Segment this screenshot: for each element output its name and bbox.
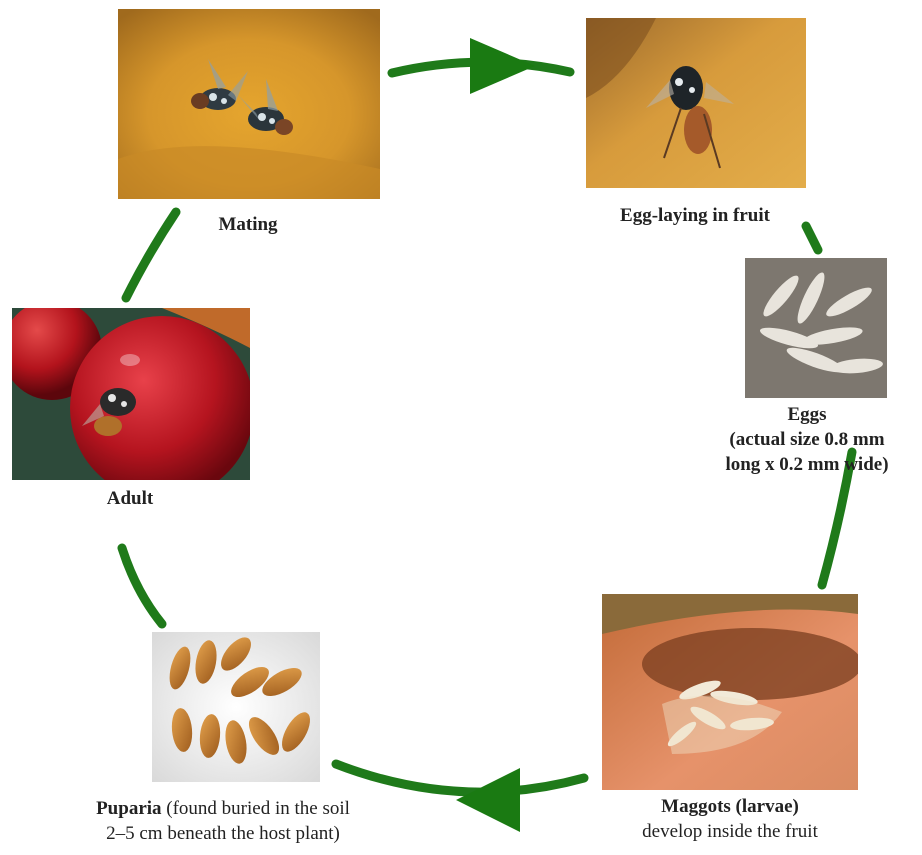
puparia-label-bold: Puparia (96, 798, 161, 819)
eggs-label: Eggs (actual size 0.8 mm long x 0.2 mm w… (694, 402, 920, 477)
eggs-photo (745, 258, 887, 398)
arrow-maggots-to-puparia (336, 764, 584, 792)
egg-laying-label: Egg-laying in fruit (560, 203, 830, 228)
egg-laying-photo (586, 18, 806, 188)
puparia-label-line2: 2–5 cm beneath the host plant) (28, 821, 418, 846)
maggots-label: Maggots (larvae) develop inside the frui… (580, 794, 880, 844)
puparia-label-rest: (found buried in the soil (162, 798, 350, 819)
mating-photo (118, 9, 380, 199)
adult-photo (12, 308, 250, 480)
arrowhead-maggots-to-puparia (456, 768, 520, 832)
maggots-photo (602, 594, 858, 790)
puparia-photo (152, 632, 320, 782)
arrow-mating-to-egg-laying (392, 62, 570, 73)
adult-label: Adult (60, 486, 200, 511)
arrow-eggs-to-egg-laying (806, 226, 818, 250)
puparia-label: Puparia (found buried in the soil 2–5 cm… (28, 796, 418, 846)
arrow-puparia-to-adult (122, 548, 162, 624)
arrowhead-mating-to-egg-laying (470, 38, 535, 94)
mating-label: Mating (148, 212, 348, 237)
